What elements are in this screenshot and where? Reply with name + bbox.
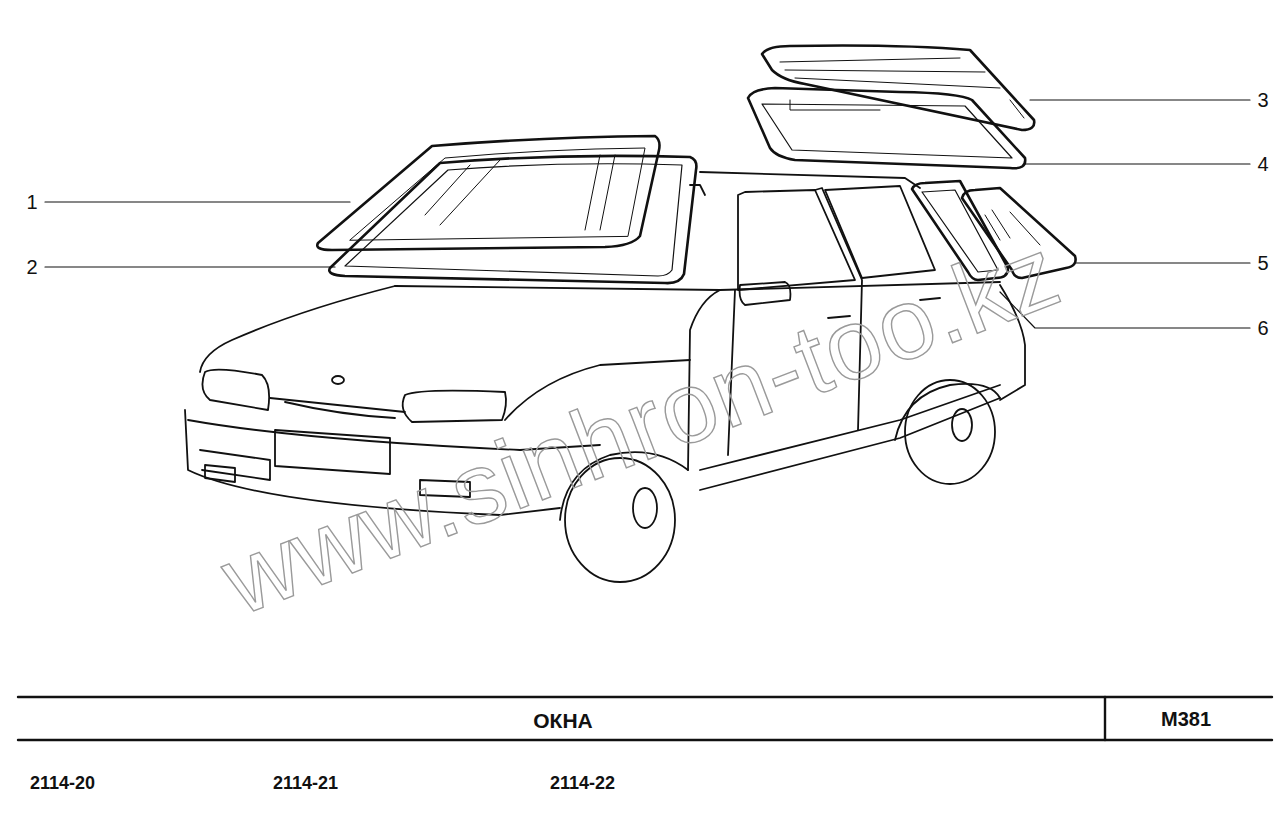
sheet-code: M381	[1161, 709, 1211, 729]
model-code: 2114-20	[30, 774, 95, 792]
callout-number: 6	[1257, 318, 1268, 338]
callout-number: 4	[1257, 154, 1268, 174]
callout-number: 5	[1257, 253, 1268, 273]
callout-number: 2	[26, 257, 37, 277]
callout-number: 1	[26, 192, 37, 212]
callout-number: 3	[1257, 90, 1268, 110]
model-code: 2114-21	[273, 774, 338, 792]
model-code: 2114-22	[550, 774, 615, 792]
sheet-title: ОКНА	[533, 710, 592, 731]
